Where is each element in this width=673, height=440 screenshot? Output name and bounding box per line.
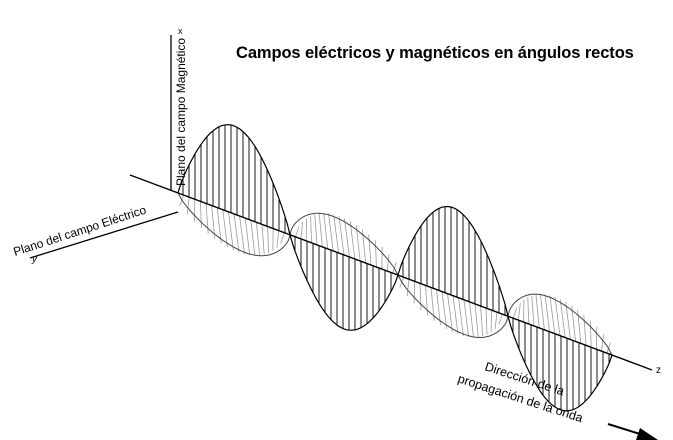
magnetic-lobe-1 bbox=[177, 192, 291, 257]
magnetic-lobe-4 bbox=[507, 293, 613, 356]
electric-lobe-3 bbox=[397, 205, 509, 317]
diagram-title: Campos eléctricos y magnéticos en ángulo… bbox=[236, 44, 634, 62]
y-axis-label: y bbox=[31, 254, 38, 265]
magnetic-plane-label: Plano del campo Magnético bbox=[174, 38, 188, 186]
electric-field-lobes bbox=[177, 124, 613, 412]
arrow-icon bbox=[607, 423, 658, 440]
magnetic-lobe-2 bbox=[289, 212, 399, 276]
x-axis-label: x bbox=[178, 26, 183, 36]
electric-plane-label: Plano del campo Eléctrico bbox=[12, 203, 149, 259]
electric-lobe-4 bbox=[507, 316, 613, 412]
electric-lobe-2 bbox=[289, 234, 399, 331]
magnetic-lobe-3 bbox=[397, 274, 509, 339]
magnetic-field-lobes bbox=[177, 192, 613, 356]
electric-lobe-1 bbox=[177, 124, 291, 235]
z-axis-label: z bbox=[656, 365, 661, 376]
z-axis-line bbox=[129, 174, 653, 371]
y-axis-line bbox=[29, 211, 179, 259]
